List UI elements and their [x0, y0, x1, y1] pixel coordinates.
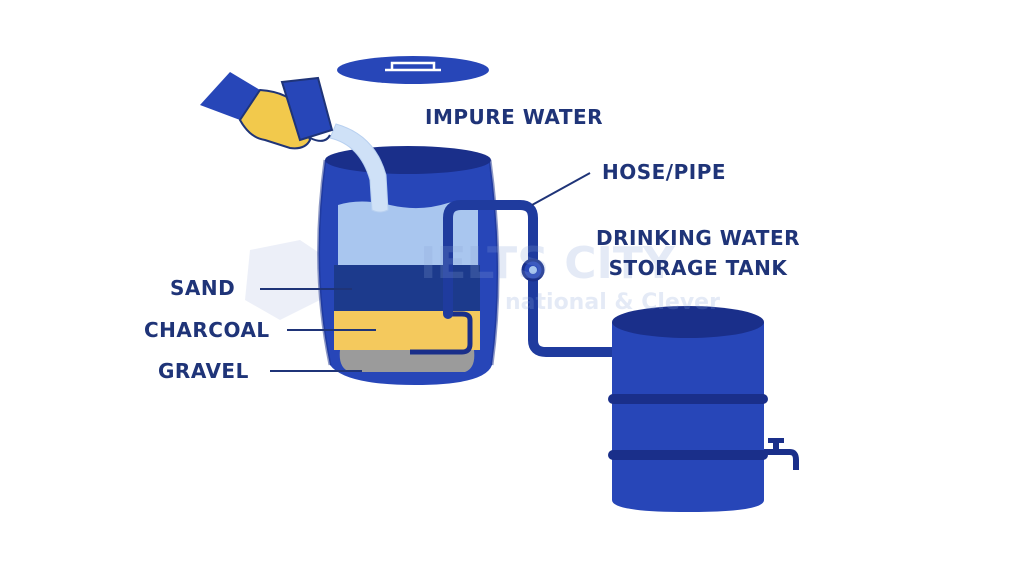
watermark-logo	[245, 240, 330, 320]
hose-pipe	[443, 200, 627, 357]
impure-water-label: IMPURE WATER	[425, 105, 604, 129]
sand-layer	[334, 265, 480, 311]
valve-icon	[521, 258, 545, 282]
watermark-title: IELTS CITY	[420, 238, 675, 289]
storage-tank-label-line1: DRINKING WATER	[595, 226, 801, 250]
charcoal-layer	[334, 311, 480, 350]
hose-pipe-label: HOSE/PIPE	[602, 160, 727, 184]
gravel-label: GRAVEL	[158, 359, 249, 383]
sand-label: SAND	[170, 276, 236, 300]
hose-leader	[531, 172, 591, 206]
gloved-hand-icon	[200, 72, 334, 150]
water-stream	[329, 123, 389, 213]
charcoal-label: CHARCOAL	[144, 318, 270, 342]
faucet-icon	[764, 438, 799, 470]
storage-tank	[608, 306, 768, 512]
watermark-subtitle: national & Clever	[505, 290, 720, 315]
barrel-lid	[337, 56, 489, 84]
gravel-layer	[339, 350, 475, 372]
leader-lines	[260, 172, 591, 372]
storage-tank-label-line2: STORAGE TANK	[608, 256, 788, 280]
storage-tank-label: DRINKING WATER STORAGE TANK	[588, 226, 808, 280]
